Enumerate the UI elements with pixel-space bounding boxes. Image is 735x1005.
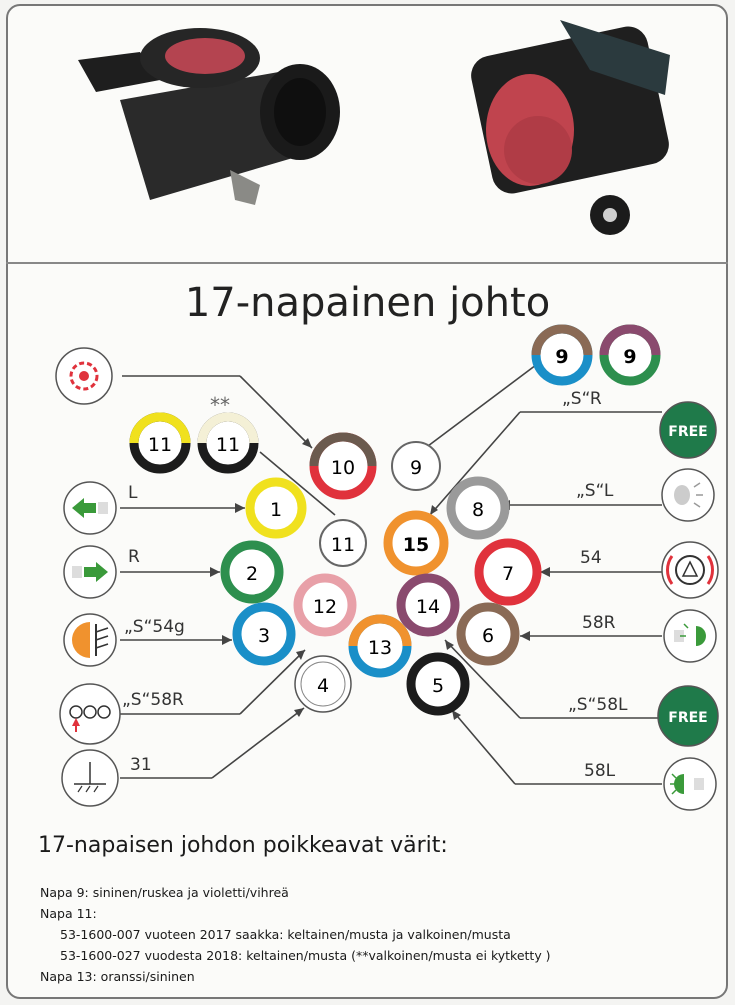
pin-11-variant-a-label: 11 <box>148 434 172 456</box>
label-58L: 58L <box>584 761 616 781</box>
pin-3: 3 <box>232 602 296 666</box>
color-notes: Napa 9: sininen/ruskea ja violetti/vihre… <box>40 882 551 987</box>
turn-signal-right-icon <box>63 545 117 599</box>
diagram-title: 17-napainen johto <box>184 280 551 326</box>
pin-13: 13 <box>348 614 412 678</box>
pin-8-label: 8 <box>472 499 484 521</box>
pin-2: 2 <box>220 540 284 604</box>
pin-6-label: 6 <box>482 625 494 647</box>
pin-7-label: 7 <box>502 563 514 585</box>
note-pin-11-until-2017: 53-1600-007 vuoteen 2017 saakka: keltain… <box>60 927 511 942</box>
pin-2-label: 2 <box>246 563 258 585</box>
pin-12: 12 <box>293 573 357 637</box>
label-L: L <box>128 483 138 503</box>
right-side-light-icon <box>663 609 717 663</box>
pin-4: 4 <box>294 655 352 713</box>
note-pin-11: Napa 11: <box>40 906 97 921</box>
left-side-light-icon <box>663 757 717 811</box>
pin-9-variant-a-label: 9 <box>555 346 568 368</box>
pin-5-label: 5 <box>432 675 444 697</box>
pin-14: 14 <box>396 573 460 637</box>
pin-9-variant-a: 9 <box>531 324 593 386</box>
pin-9-label: 9 <box>410 457 422 479</box>
note-pin-9: Napa 9: sininen/ruskea ja violetti/vihre… <box>40 885 289 900</box>
pin-5: 5 <box>406 652 470 716</box>
label-S58R-left: „S“58R <box>122 690 184 710</box>
note-pin-13: Napa 13: oranssi/sininen <box>40 969 195 984</box>
pin-10-label: 10 <box>331 457 355 479</box>
ground-icon <box>61 749 119 807</box>
pin-1: 1 <box>245 477 307 539</box>
pin-11: 11 <box>319 519 367 567</box>
socket-photo <box>471 20 670 235</box>
reversing-light-icon <box>59 683 121 745</box>
free-badge-text: FREE <box>668 710 707 726</box>
free-badge-text: FREE <box>668 424 707 440</box>
connection-lines <box>120 361 662 785</box>
section-divider <box>6 262 728 264</box>
pin-15-label: 15 <box>403 534 429 556</box>
pin-7: 7 <box>474 538 542 606</box>
free-badge-1: FREE <box>659 401 717 459</box>
pin-12-label: 12 <box>313 596 337 618</box>
pin-11-variant-a: 11 <box>129 412 191 474</box>
pin-11-variant-b-label: 11 <box>216 434 240 456</box>
pin-14-label: 14 <box>416 596 440 618</box>
pin-15: 15 <box>383 510 449 576</box>
pin-6: 6 <box>456 602 520 666</box>
label-SL: „S“L <box>576 481 614 501</box>
turn-signal-left-icon <box>63 481 117 535</box>
rear-fog-lamp-icon <box>63 613 117 667</box>
fog-light-rear-icon <box>55 347 113 405</box>
pin-13-label: 13 <box>368 637 392 659</box>
plug-photo <box>78 28 340 205</box>
pin-8: 8 <box>446 476 510 540</box>
side-marker-left-icon <box>661 468 715 522</box>
brake-warning-icon <box>661 541 719 599</box>
pin-3-label: 3 <box>258 625 270 647</box>
pin-10: 10 <box>309 432 377 500</box>
label-58R: 58R <box>582 613 616 633</box>
arrowheads <box>210 438 550 720</box>
color-notes-heading: 17-napaisen johdon poikkeavat värit: <box>38 833 448 858</box>
label-31: 31 <box>130 755 152 775</box>
label-54: 54 <box>580 548 602 568</box>
note-pin-11-from-2018: 53-1600-027 vuodesta 2018: keltainen/mus… <box>60 948 551 963</box>
pin-11-label: 11 <box>331 534 355 556</box>
pin-9-variant-b: 9 <box>599 324 661 386</box>
label-R: R <box>128 547 140 567</box>
pin-11-variant-b: 11 <box>197 412 259 474</box>
not-connected-asterisks: ** <box>210 393 230 417</box>
pin-1-label: 1 <box>270 499 282 521</box>
label-S58L: „S“58L <box>568 695 628 715</box>
pin-9: 9 <box>391 441 441 491</box>
label-SR: „S“R <box>562 389 602 409</box>
label-S54g: „S“54g <box>124 617 185 637</box>
free-badge-2: FREE <box>657 685 719 747</box>
pin-9-variant-b-label: 9 <box>623 346 636 368</box>
pin-4-label: 4 <box>317 675 329 697</box>
